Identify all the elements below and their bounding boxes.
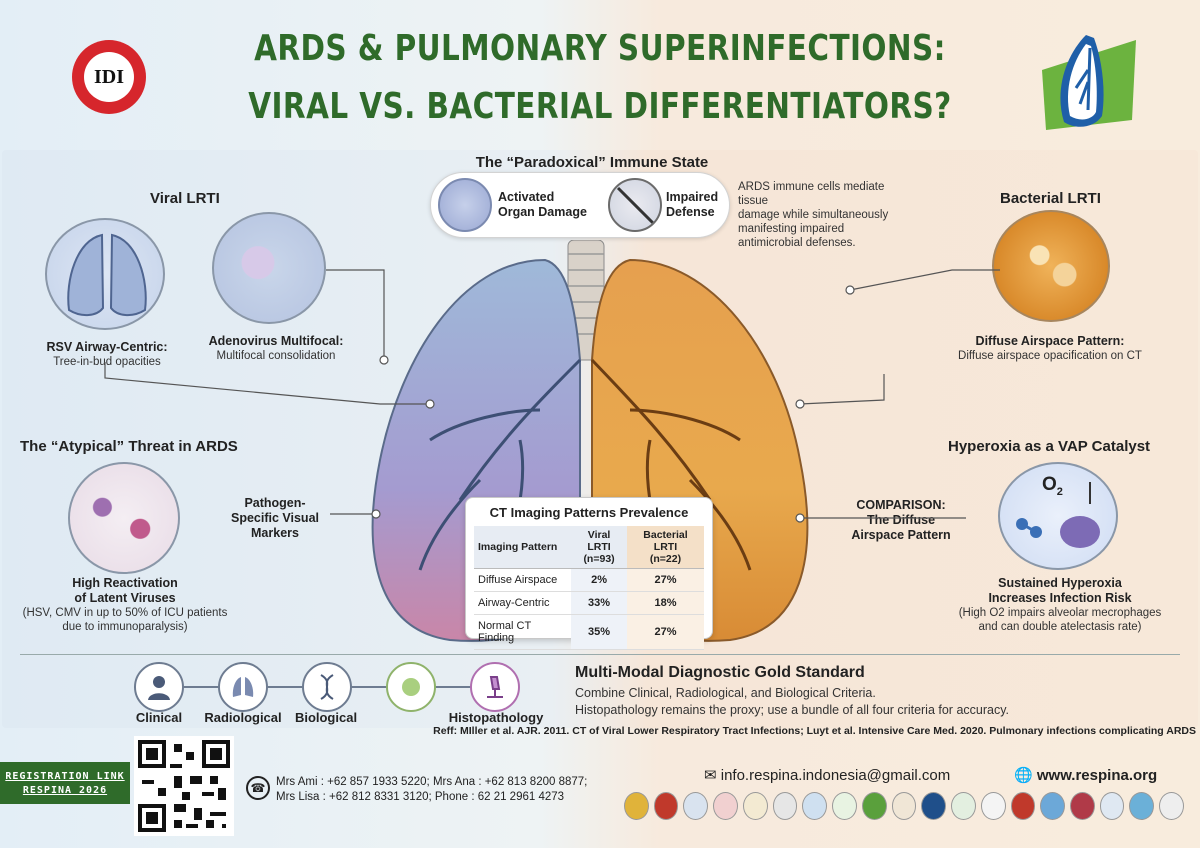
- table-row: Normal CT Finding 35% 27%: [474, 614, 704, 650]
- partner-logo: [742, 792, 768, 820]
- diagnostic-title: Multi-Modal Diagnostic Gold Standard: [575, 664, 865, 681]
- idi-logo: IDI: [72, 40, 146, 114]
- o2-circle: O2: [998, 462, 1118, 570]
- partner-logo: [683, 792, 709, 820]
- bacterial-lrti-heading: Bacterial LRTI: [1000, 190, 1101, 207]
- qr-code[interactable]: [134, 736, 234, 836]
- col-bacterial: Bacterial LRTI(n=22): [626, 526, 704, 569]
- activated-cells-icon: [438, 178, 492, 232]
- page-title-line1: ARDS & PULMONARY SUPERINFECTIONS:: [254, 28, 946, 69]
- partner-logo: [891, 792, 917, 820]
- paradox-note: ARDS immune cells mediate tissue damage …: [738, 181, 889, 249]
- viral-lrti-heading: Viral LRTI: [150, 190, 220, 207]
- adenovirus-desc: Multifocal consolidation: [216, 350, 336, 362]
- activated-label: Activated Impaired Organ Damage: [498, 190, 587, 219]
- pathogen-markers-label: Pathogen- Specific Visual Markers: [230, 496, 319, 540]
- page-title-line2: VIRAL VS. BACTERIAL DIFFERENTIATORS?: [248, 86, 952, 127]
- diffuse-title: Diffuse Airspace Pattern:: [975, 334, 1125, 348]
- comparison-label: COMPARISON: The Diffuse Airspace Pattern: [851, 498, 951, 542]
- step-clinical: Clinical: [135, 710, 183, 725]
- partner-logo: [1159, 792, 1184, 820]
- mail-icon: ✉: [704, 767, 717, 784]
- divider: [20, 654, 1180, 655]
- partner-logo: [1010, 792, 1036, 820]
- diagnostic-line1: Combine Clinical, Radiological, and Biol…: [575, 686, 876, 700]
- connector-lines: [104, 269, 1000, 523]
- col-viral: Viral LRTI(n=93): [571, 526, 627, 569]
- partner-logo: [861, 792, 887, 820]
- email-link[interactable]: ✉ info.respina.indonesia@gmail.com: [704, 767, 951, 784]
- sustained-desc: (High O2 impairs alveolar mecrophages an…: [958, 607, 1162, 633]
- rsv-desc: Tree-in-bud opacities: [53, 356, 161, 368]
- partner-logo: [980, 792, 1006, 820]
- table-row: Diffuse Airspace 2% 27%: [474, 568, 704, 592]
- partner-logo: [653, 792, 679, 820]
- partner-logo: [1070, 792, 1095, 820]
- col-pattern: Imaging Pattern: [474, 526, 572, 569]
- adenovirus-title: Adenovirus Multifocal:: [208, 334, 344, 348]
- ct-table-title: CT Imaging Patterns Prevalence: [489, 505, 689, 520]
- hyperoxia-heading: Hyperoxia as a VAP Catalyst: [948, 438, 1151, 455]
- reactivation-desc: (HSV, CMV in up to 50% of ICU patients d…: [22, 607, 228, 633]
- whatsapp-icon: ☎: [246, 776, 270, 800]
- doctor-icon: [134, 662, 184, 712]
- rsv-title: RSV Airway-Centric:: [46, 340, 168, 354]
- paradox-title: The “Paradoxical” Immune State: [475, 154, 709, 171]
- reactivation-title: High Reactivation of Latent Viruses: [72, 576, 178, 605]
- idi-logo-text: IDI: [93, 65, 124, 88]
- partner-logo: [624, 792, 649, 820]
- dna-icon: [302, 662, 352, 712]
- bacterial-circle: [992, 210, 1110, 322]
- step-biological: Biological: [294, 710, 358, 725]
- impaired-label: Impaired Defense: [666, 190, 719, 219]
- partner-logo: [921, 792, 947, 820]
- ct-table: Imaging Pattern Viral LRTI(n=93) Bacteri…: [474, 526, 704, 650]
- atypical-heading: The “Atypical” Threat in ARDS: [20, 438, 238, 455]
- respina-logo: [1042, 35, 1136, 130]
- rsv-lung-icon: [45, 218, 165, 330]
- ct-prevalence-table: CT Imaging Patterns Prevalence Imaging P…: [465, 497, 713, 650]
- partner-logo: [832, 792, 857, 820]
- diagnostic-line2: Histopathology remains the proxy; use a …: [575, 703, 1010, 717]
- sustained-title: Sustained Hyperoxia Increases Infection …: [988, 576, 1132, 605]
- step-histopathology: Histopathology: [448, 710, 544, 725]
- adenovirus-circle: [212, 212, 326, 324]
- partner-logo: [1040, 792, 1066, 820]
- contact-info: Mrs Ami : +62 857 1933 5220; Mrs Ana : +…: [276, 776, 588, 803]
- registration-link-button[interactable]: REGISTRATION LINK RESPINA 2026: [0, 762, 130, 804]
- website-link[interactable]: 🌐 www.respina.org: [1014, 767, 1158, 784]
- partner-logo: [713, 792, 738, 820]
- reference-text: Reff: MIller et al. AJR. 2011. CT of Vir…: [433, 725, 1196, 737]
- lung-xray-icon: [218, 662, 268, 712]
- partner-logo: [1129, 792, 1155, 820]
- partner-logo: [951, 792, 976, 820]
- partner-logo: [772, 792, 798, 820]
- step-radiological: Radiological: [204, 710, 282, 725]
- ct-table-header: Imaging Pattern Viral LRTI(n=93) Bacteri…: [474, 526, 704, 569]
- latent-virus-circle: [68, 462, 180, 574]
- globe-icon: 🌐: [1014, 767, 1033, 784]
- table-row: Airway-Centric 33% 18%: [474, 591, 704, 615]
- microscope-icon: [470, 662, 520, 712]
- o2-label: O2: [1042, 474, 1063, 498]
- diffuse-desc: Diffuse airspace opacification on CT: [958, 350, 1142, 362]
- impaired-defense-icon: [608, 178, 662, 232]
- lab-icon: [386, 662, 436, 712]
- partner-logo: [802, 792, 828, 820]
- partner-logos: [624, 792, 1184, 822]
- partner-logo: [1099, 792, 1125, 820]
